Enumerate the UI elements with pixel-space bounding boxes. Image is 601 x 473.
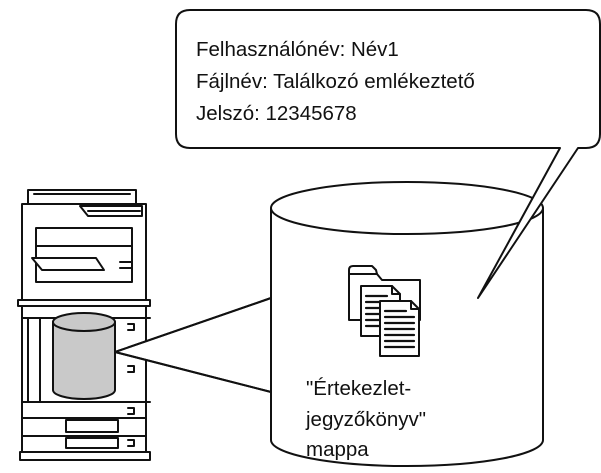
folder-label-line-3: mappa: [306, 438, 369, 461]
printer-icon: [17, 189, 151, 461]
storage-drum-icon: [52, 312, 116, 400]
folder-label-line-1: "Értekezlet-: [306, 377, 412, 400]
documents-icon: [360, 285, 420, 357]
folder-label-line-2: jegyzőkönyv": [306, 408, 427, 431]
callout-bubble: [175, 9, 601, 299]
callout-filename: Fájlnév: Találkozó emlékeztető: [196, 70, 475, 93]
callout-username: Felhasználónév: Név1: [196, 38, 399, 61]
callout-password: Jelszó: 12345678: [196, 102, 357, 125]
